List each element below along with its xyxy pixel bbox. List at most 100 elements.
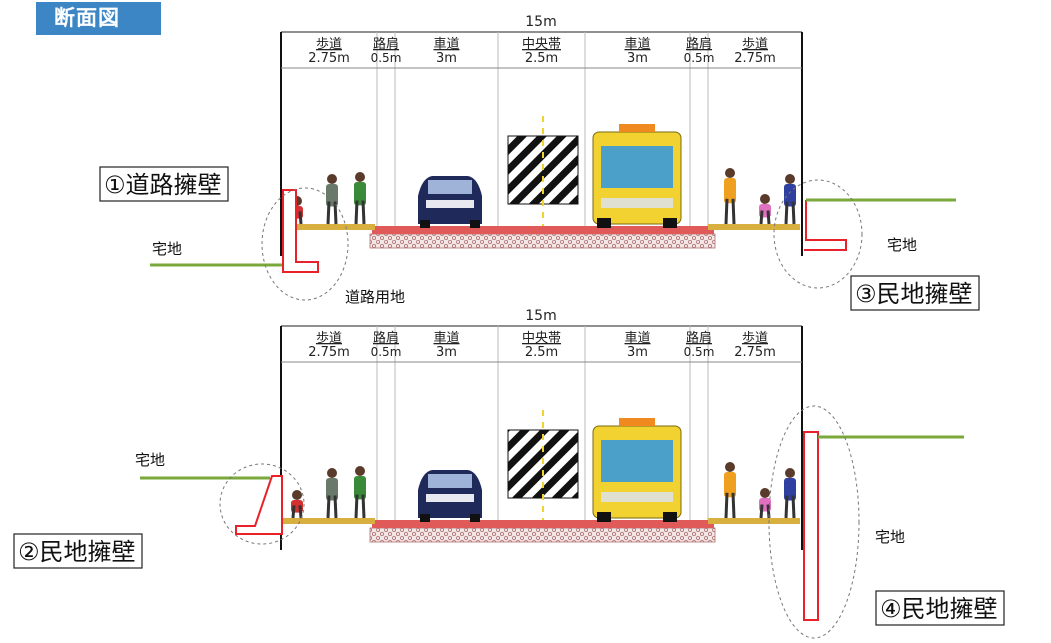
column-width-label: 0.5m <box>684 345 715 359</box>
pedestrian-leg-icon <box>784 495 789 519</box>
column-name-label: 歩道 <box>316 331 342 346</box>
car-windshield-icon <box>428 474 472 488</box>
zone-circle-left <box>261 187 349 301</box>
column-name-label: 歩道 <box>742 331 768 346</box>
column-name-label: 路肩 <box>373 36 399 52</box>
pedestrian-body-icon <box>724 472 736 498</box>
column-width-label: 2.75m <box>734 51 776 66</box>
pedestrian-leg-icon <box>791 201 796 225</box>
bus-bumper-icon <box>601 492 673 502</box>
bus-bumper-icon <box>601 198 673 208</box>
pedestrian-head-icon <box>785 468 795 478</box>
pedestrian-leg-icon <box>791 495 796 519</box>
wheel-icon <box>420 514 430 522</box>
pedestrian-leg-icon <box>724 492 729 519</box>
label-wall-2: ②民地擁壁 <box>18 538 136 566</box>
pedestrian-leg-icon <box>291 505 296 519</box>
column-name-label: 路肩 <box>686 330 712 346</box>
label-wall-4: ④民地擁壁 <box>880 595 998 623</box>
sidewalk-left <box>283 224 375 230</box>
pedestrian-leg-icon <box>784 201 789 225</box>
column-name-label: 車道 <box>433 331 459 346</box>
total-width-label: 15m <box>525 14 556 30</box>
pedestrian-leg-icon <box>326 495 331 519</box>
label-wall-3-box <box>850 275 980 311</box>
column-width-label: 3m <box>436 345 457 360</box>
column-width-label: 2.75m <box>734 345 776 360</box>
bus-destination-sign-icon <box>619 418 655 426</box>
car-grille-icon <box>426 200 474 208</box>
car-windshield-icon <box>428 180 472 194</box>
column-width-label: 3m <box>627 345 648 360</box>
label-land-left-top: 宅地 <box>152 240 182 258</box>
column-width-label: 0.5m <box>371 345 402 359</box>
pedestrian-head-icon <box>327 174 337 184</box>
pedestrian-leg-icon <box>326 201 331 225</box>
cross-section-bottom: 15m歩道2.75m路肩0.5m車道3m中央帯2.5m車道3m路肩0.5m歩道2… <box>280 308 803 550</box>
label-land-right-bottom: 宅地 <box>875 528 905 546</box>
column-width-label: 2.5m <box>525 345 558 360</box>
bus-destination-sign-icon <box>619 124 655 132</box>
pedestrian-body-icon <box>326 478 338 501</box>
wheel-icon <box>663 512 677 522</box>
pedestrian-head-icon <box>355 172 365 182</box>
pedestrian-head-icon <box>292 490 302 500</box>
retaining-wall-private-3 <box>804 200 847 251</box>
wheel-icon <box>597 218 611 228</box>
wheel-icon <box>470 514 480 522</box>
column-name-label: 車道 <box>433 37 459 52</box>
pedestrian-leg-icon <box>361 200 366 225</box>
pedestrian-leg-icon <box>361 494 366 519</box>
road-surface <box>372 226 714 234</box>
column-name-label: 中央帯 <box>522 37 561 52</box>
column-name-label: 路肩 <box>373 330 399 346</box>
column-name-label: 歩道 <box>316 37 342 52</box>
bus-windshield-icon <box>601 440 673 482</box>
wheel-icon <box>597 512 611 522</box>
pedestrian-head-icon <box>760 194 770 204</box>
label-wall-2-box <box>13 533 143 569</box>
pedestrian-leg-icon <box>333 495 338 519</box>
column-name-label: 歩道 <box>742 37 768 52</box>
sidewalk-right <box>708 518 800 524</box>
cross-section-top: 15m歩道2.75m路肩0.5m車道3m中央帯2.5m車道3m路肩0.5m歩道2… <box>280 14 803 256</box>
label-wall-3: ③民地擁壁 <box>855 280 973 308</box>
pedestrian-body-icon <box>326 184 338 207</box>
pedestrian-leg-icon <box>354 200 359 225</box>
diagram-title: 断面図 <box>36 2 161 35</box>
wheel-icon <box>420 220 430 228</box>
pedestrian-leg-icon <box>731 492 736 519</box>
zone-circle-right <box>773 179 863 289</box>
zone-circle-left-bottom <box>219 463 305 545</box>
wheel-icon <box>470 220 480 228</box>
pedestrian-leg-icon <box>298 211 303 225</box>
pedestrian-leg-icon <box>759 504 764 519</box>
column-name-label: 車道 <box>624 37 650 52</box>
pedestrian-head-icon <box>785 174 795 184</box>
retaining-wall-private-2 <box>235 475 283 535</box>
column-width-label: 2.5m <box>525 51 558 66</box>
label-wall-1-box <box>99 166 229 202</box>
column-width-label: 2.75m <box>308 345 350 360</box>
pedestrian-body-icon <box>354 476 366 500</box>
pedestrian-head-icon <box>327 468 337 478</box>
column-width-label: 3m <box>436 51 457 66</box>
zone-circle-right-bottom <box>768 405 860 639</box>
pedestrian-head-icon <box>725 168 735 178</box>
car-grille-icon <box>426 494 474 502</box>
retaining-wall-road <box>282 189 319 273</box>
pedestrian-head-icon <box>725 462 735 472</box>
subgrade-layer <box>369 233 716 249</box>
pedestrian-body-icon <box>784 184 796 207</box>
subgrade-layer <box>369 527 716 543</box>
wheel-icon <box>663 218 677 228</box>
column-name-label: 中央帯 <box>522 331 561 346</box>
pedestrian-leg-icon <box>766 210 771 225</box>
sidewalk-right <box>708 224 800 230</box>
label-wall-1: ①道路擁壁 <box>104 171 222 199</box>
pedestrian-body-icon <box>354 182 366 206</box>
label-wall-4-box <box>875 590 1005 626</box>
total-width-label: 15m <box>525 308 556 324</box>
column-name-label: 車道 <box>624 331 650 346</box>
